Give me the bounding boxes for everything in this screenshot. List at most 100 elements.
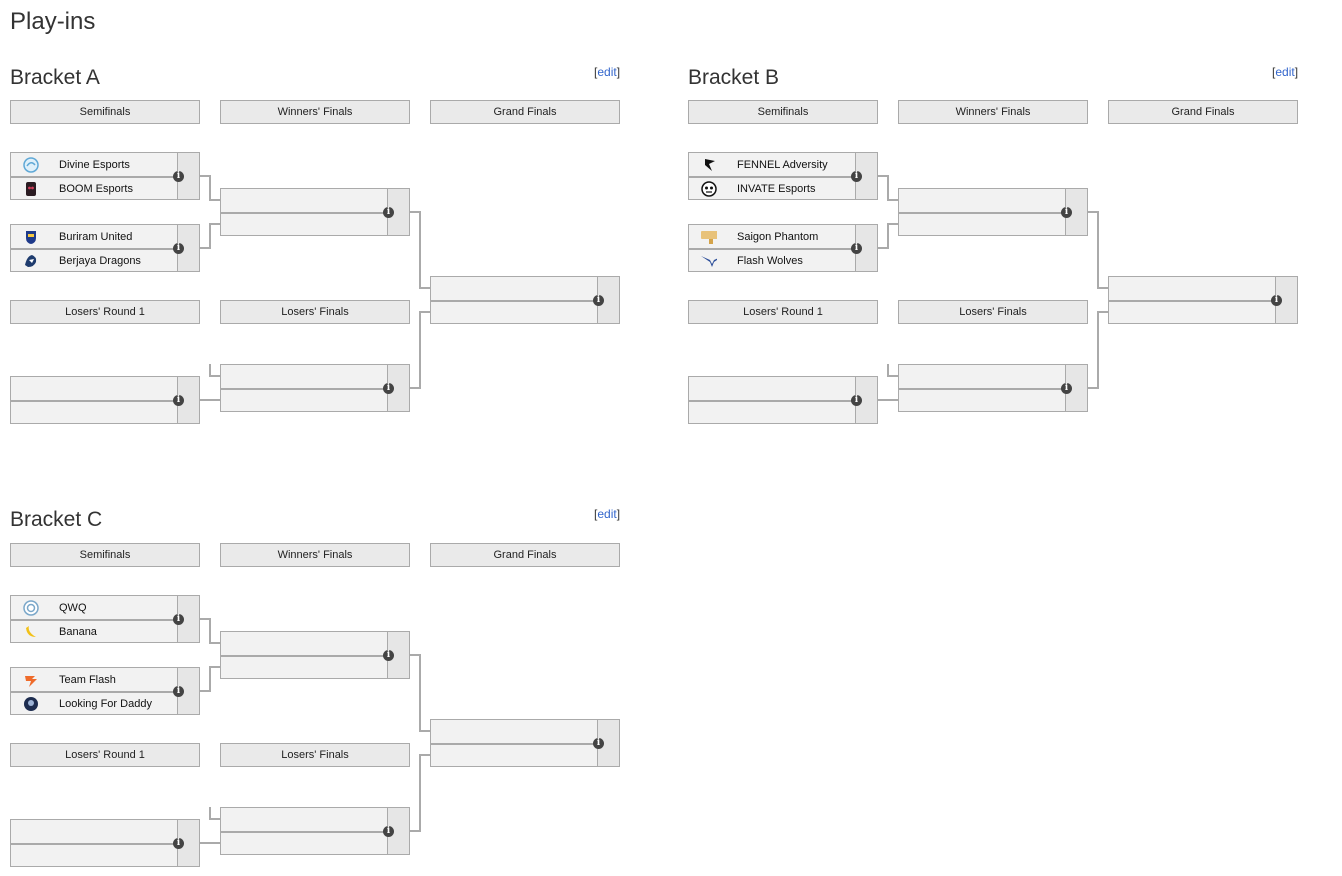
match-grand-final: i — [430, 276, 620, 324]
team-row[interactable]: INVATE Esports — [689, 177, 856, 201]
match-divider — [221, 212, 409, 214]
team-name: BOOM Esports — [59, 183, 133, 195]
match-semifinal-2: Buriram United Berjaya Dragons i — [10, 224, 200, 272]
boom-esports-logo-icon — [23, 181, 39, 197]
info-icon[interactable]: i — [173, 686, 184, 697]
match-losers-final: i — [220, 364, 410, 412]
bracket-b: Bracket B [edit] Semifinals Winners' Fin… — [678, 0, 1338, 440]
saigon-phantom-logo-icon — [701, 229, 717, 245]
page-title: Play-ins — [10, 8, 96, 35]
round-header-losers-finals: Losers' Finals — [898, 300, 1088, 324]
bracket-title: Bracket B — [688, 66, 780, 89]
match-divider — [689, 248, 877, 250]
match-grand-final: i — [430, 719, 620, 767]
divine-esports-logo-icon — [23, 157, 39, 173]
round-header-winners-finals: Winners' Finals — [220, 100, 410, 124]
team-name: Saigon Phantom — [737, 231, 819, 243]
match-winners-final: i — [898, 188, 1088, 236]
qwq-logo-icon — [23, 600, 39, 616]
match-divider — [11, 619, 199, 621]
team-row[interactable]: Saigon Phantom — [689, 225, 856, 249]
team-name: Flash Wolves — [737, 255, 803, 267]
match-divider — [899, 212, 1087, 214]
match-winners-final: i — [220, 188, 410, 236]
match-losers-final: i — [220, 807, 410, 855]
match-divider — [221, 831, 409, 833]
team-name: Team Flash — [59, 674, 116, 686]
team-row[interactable]: Looking For Daddy — [11, 692, 178, 716]
team-row[interactable]: Flash Wolves — [689, 249, 856, 273]
round-header-semifinals: Semifinals — [10, 543, 200, 567]
match-semifinal-2: Team Flash Looking For Daddy i — [10, 667, 200, 715]
info-icon[interactable]: i — [173, 838, 184, 849]
match-divider — [221, 655, 409, 657]
match-divider — [1109, 300, 1297, 302]
match-divider — [431, 300, 619, 302]
match-semifinal-1: QWQ Banana i — [10, 595, 200, 643]
info-icon[interactable]: i — [383, 383, 394, 394]
info-icon[interactable]: i — [173, 395, 184, 406]
team-row[interactable]: Buriram United — [11, 225, 178, 249]
edit-link[interactable]: edit — [597, 507, 617, 521]
team-row[interactable]: Divine Esports — [11, 153, 178, 177]
team-name: QWQ — [59, 602, 87, 614]
edit-link[interactable]: edit — [1275, 65, 1295, 79]
match-grand-final: i — [1108, 276, 1298, 324]
info-icon[interactable]: i — [1061, 207, 1072, 218]
match-divider — [11, 400, 199, 402]
team-name: FENNEL Adversity — [737, 159, 828, 171]
round-header-losers-finals: Losers' Finals — [220, 300, 410, 324]
info-icon[interactable]: i — [173, 171, 184, 182]
team-name: Banana — [59, 626, 97, 638]
match-winners-final: i — [220, 631, 410, 679]
match-losers-round-1: i — [10, 819, 200, 867]
edit-link-wrapper: [edit] — [1272, 65, 1299, 79]
bracket-c: Bracket C [edit] Semifinals Winners' Fin… — [0, 443, 660, 876]
team-row[interactable]: QWQ — [11, 596, 178, 620]
match-divider — [11, 176, 199, 178]
team-row[interactable]: BOOM Esports — [11, 177, 178, 201]
berjaya-dragons-logo-icon — [23, 253, 39, 269]
match-divider — [431, 743, 619, 745]
team-row[interactable]: Banana — [11, 620, 178, 644]
bracket-title: Bracket A — [10, 66, 100, 89]
info-icon[interactable]: i — [383, 650, 394, 661]
match-losers-round-1: i — [688, 376, 878, 424]
info-icon[interactable]: i — [851, 395, 862, 406]
edit-link-wrapper: [edit] — [594, 507, 621, 521]
match-divider — [11, 248, 199, 250]
team-row[interactable]: Team Flash — [11, 668, 178, 692]
info-icon[interactable]: i — [173, 243, 184, 254]
info-icon[interactable]: i — [593, 295, 604, 306]
bracket-title: Bracket C — [10, 508, 103, 531]
team-name: Divine Esports — [59, 159, 130, 171]
round-header-semifinals: Semifinals — [688, 100, 878, 124]
round-header-grand-finals: Grand Finals — [1108, 100, 1298, 124]
edit-link-wrapper: [edit] — [594, 65, 621, 79]
match-losers-round-1: i — [10, 376, 200, 424]
team-row[interactable]: Berjaya Dragons — [11, 249, 178, 273]
info-icon[interactable]: i — [383, 207, 394, 218]
team-name: Looking For Daddy — [59, 698, 152, 710]
match-semifinal-1: Divine Esports BOOM Esports i — [10, 152, 200, 200]
info-icon[interactable]: i — [851, 243, 862, 254]
round-header-winners-finals: Winners' Finals — [220, 543, 410, 567]
round-header-grand-finals: Grand Finals — [430, 100, 620, 124]
fennel-logo-icon — [701, 157, 717, 173]
bracket-a: Bracket A [edit] Semifinals Winners' Fin… — [0, 0, 660, 440]
info-icon[interactable]: i — [851, 171, 862, 182]
match-divider — [899, 388, 1087, 390]
info-icon[interactable]: i — [593, 738, 604, 749]
info-icon[interactable]: i — [1271, 295, 1282, 306]
team-name: Berjaya Dragons — [59, 255, 141, 267]
round-header-losers-round-1: Losers' Round 1 — [688, 300, 878, 324]
info-icon[interactable]: i — [383, 826, 394, 837]
round-header-losers-finals: Losers' Finals — [220, 743, 410, 767]
match-semifinal-1: FENNEL Adversity INVATE Esports i — [688, 152, 878, 200]
team-row[interactable]: FENNEL Adversity — [689, 153, 856, 177]
info-icon[interactable]: i — [173, 614, 184, 625]
info-icon[interactable]: i — [1061, 383, 1072, 394]
match-divider — [689, 400, 877, 402]
edit-link[interactable]: edit — [597, 65, 617, 79]
match-losers-final: i — [898, 364, 1088, 412]
